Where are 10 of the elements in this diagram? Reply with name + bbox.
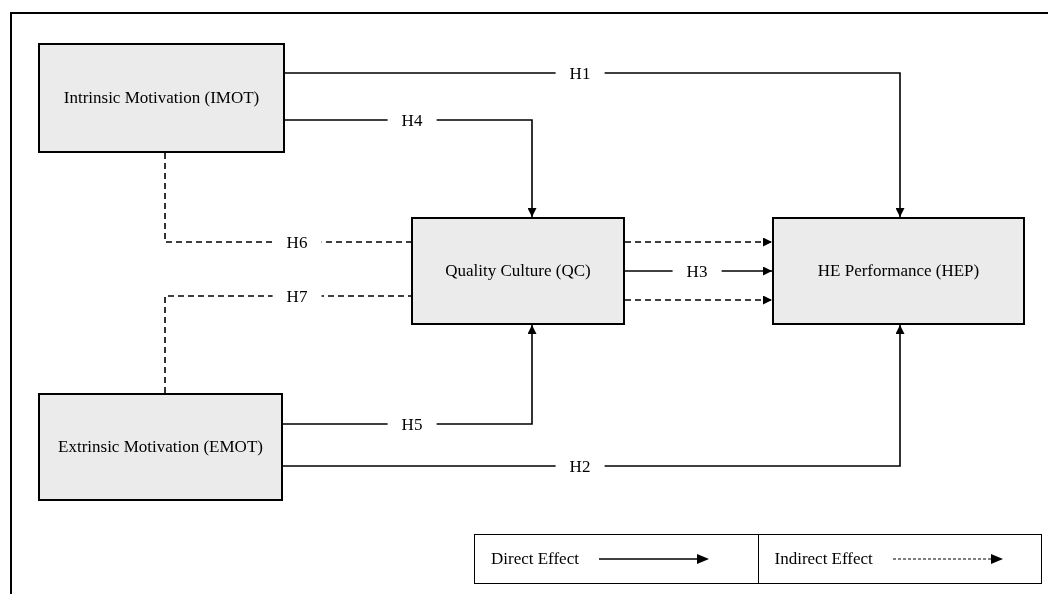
arrow bbox=[284, 72, 905, 218]
construct-box: Intrinsic Motivation (IMOT) bbox=[38, 43, 285, 153]
legend-text: Indirect Effect bbox=[774, 548, 873, 571]
construct-box: HE Performance (HEP) bbox=[772, 217, 1025, 325]
arrow bbox=[282, 324, 905, 467]
legend-text: Direct Effect bbox=[491, 548, 579, 571]
arrow bbox=[624, 295, 773, 305]
construct-box: Extrinsic Motivation (EMOT) bbox=[38, 393, 283, 501]
arrow bbox=[624, 237, 773, 247]
construct-box: Quality Culture (QC) bbox=[411, 217, 625, 325]
